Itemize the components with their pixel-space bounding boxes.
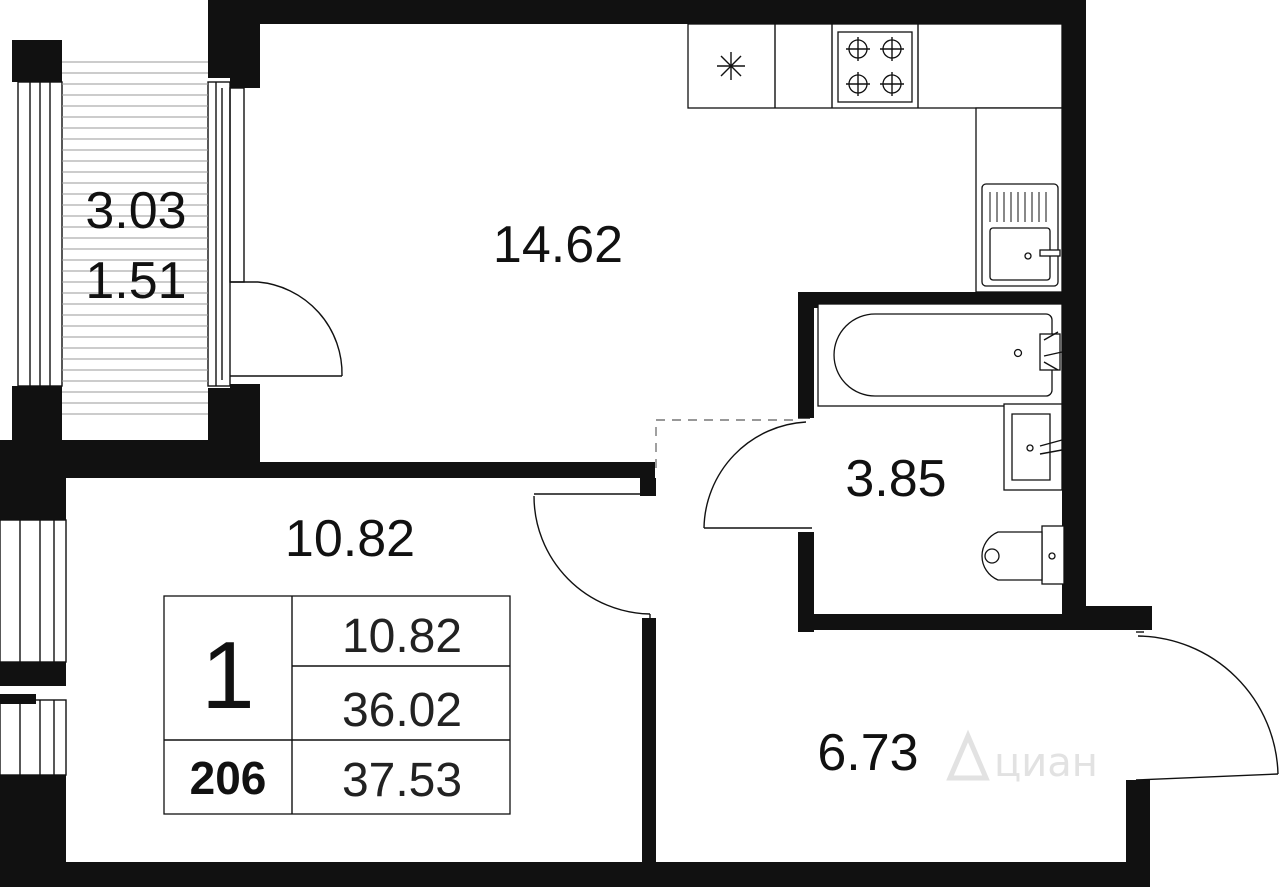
washbasin-icon — [1003, 403, 1063, 491]
watermark: циан — [946, 729, 1098, 786]
watermark-text: циан — [994, 740, 1098, 786]
legend-apartment-number: 206 — [190, 752, 267, 804]
windows — [0, 81, 245, 776]
walls — [0, 0, 1152, 887]
balcony-total-area: 3.03 — [85, 182, 186, 240]
fridge-icon — [717, 52, 745, 80]
hallway-area: 6.73 — [817, 724, 918, 782]
legend-table: 1 206 10.82 36.02 37.53 — [163, 595, 511, 815]
room-labels: 3.03 1.51 14.62 10.82 3.85 6.73 — [85, 182, 946, 782]
doors — [230, 281, 1279, 781]
kitchen-living-area: 14.62 — [493, 216, 623, 274]
balcony-hatch — [62, 61, 208, 415]
legend-total-area: 36.02 — [342, 684, 462, 737]
bedroom-area: 10.82 — [285, 510, 415, 568]
watermark-logo-icon — [946, 729, 990, 781]
toilet-icon — [981, 525, 1065, 585]
legend-living-area: 10.82 — [342, 610, 462, 663]
legend-rooms-count: 1 — [201, 622, 254, 729]
legend-area-with-balcony: 37.53 — [342, 754, 462, 807]
bathroom-area: 3.85 — [845, 450, 946, 508]
stove-icon — [837, 31, 913, 103]
kitchen-sink-icon — [981, 183, 1061, 287]
bathtub-icon — [817, 303, 1063, 407]
balcony-reduced-area: 1.51 — [85, 252, 186, 310]
